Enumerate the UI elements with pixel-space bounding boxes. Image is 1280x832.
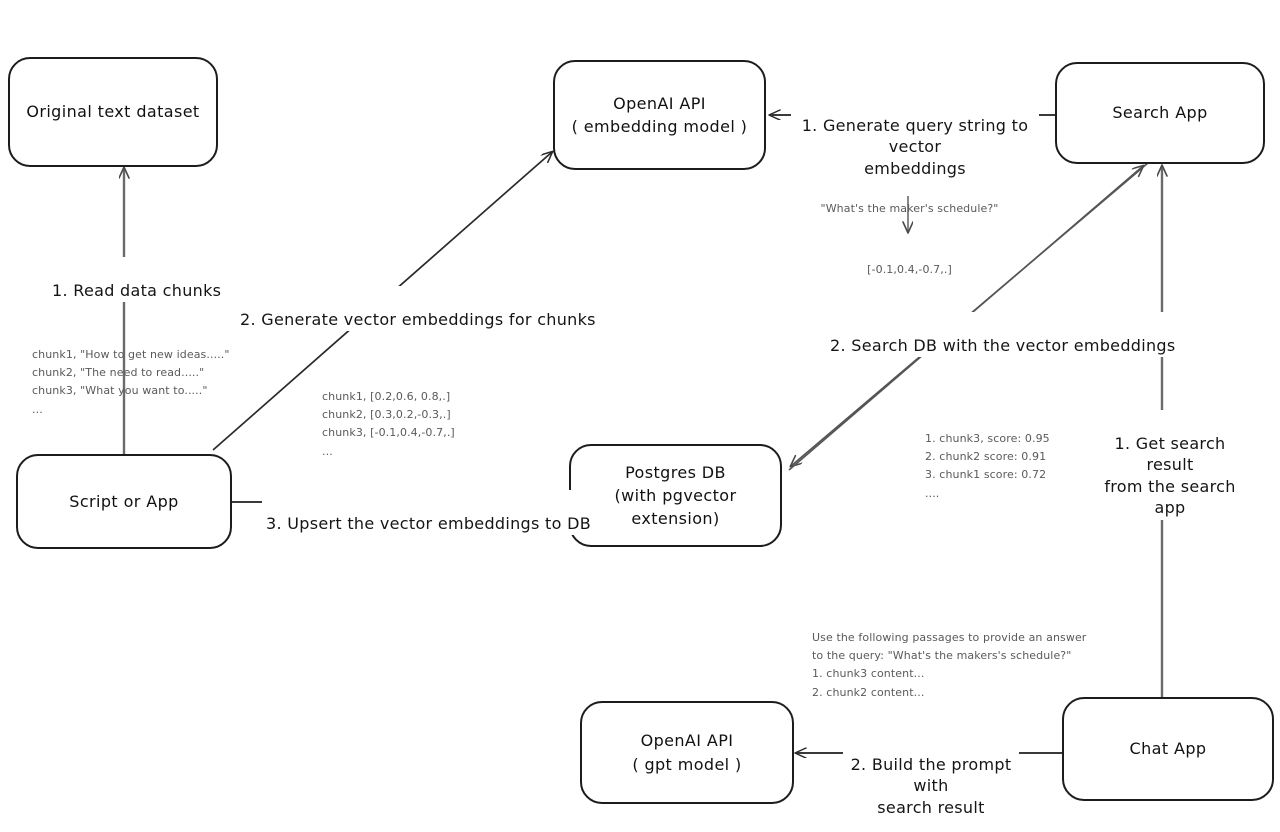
node-original-text-dataset-label: Original text dataset [26,102,200,122]
edge-label-generate-query-string-text: 1. Generate query string to vector embed… [801,115,1029,178]
note-query-vector: [-0.1,0.4,-0.7,.] [812,243,1007,279]
node-script-or-app[interactable]: Script or App [16,454,232,549]
note-query-string-text: "What's the maker's schedule?" [820,202,999,216]
node-openai-api-embedding-title: OpenAI API [613,93,706,113]
edge-label-search-db: 2. Search DB with the vector embeddings [826,312,1180,358]
node-chat-app-label: Chat App [1129,739,1207,759]
note-query-vector-text: [-0.1,0.4,-0.7,.] [867,263,952,277]
edge-label-generate-vector-embeddings-text: 2. Generate vector embeddings for chunks [240,309,596,329]
node-openai-api-embedding-model[interactable]: OpenAI API ( embedding model ) [553,60,766,170]
node-chat-app[interactable]: Chat App [1062,697,1274,801]
node-openai-api-gpt-subtitle: ( gpt model ) [632,754,742,774]
note-search-results-text: 1. chunk3, score: 0.95 2. chunk2 score: … [925,432,1050,500]
edge-label-build-prompt-text: 2. Build the prompt with search result [850,754,1012,817]
node-postgres-db-title: Postgres DB [625,462,726,482]
node-postgres-db[interactable]: Postgres DB (with pgvector extension) [569,444,782,547]
node-openai-api-embedding-subtitle: ( embedding model ) [571,117,748,136]
note-chunk-embeddings-text: chunk1, [0.2,0.6, 0.8,.] chunk2, [0.3,0.… [322,390,455,458]
note-prompt-text: Use the following passages to provide an… [812,611,1086,702]
node-postgres-db-subtitle: (with pgvector extension) [614,485,737,529]
edge-label-read-data-chunks-text: 1. Read data chunks [52,280,222,300]
node-script-or-app-label: Script or App [69,491,179,511]
note-prompt-text-content: Use the following passages to provide an… [812,631,1087,699]
edge-label-build-prompt: 2. Build the prompt with search result [843,731,1019,820]
note-query-string: "What's the maker's schedule?" [812,182,1007,218]
edge-label-get-search-result-text: 1. Get search result from the search app [1104,433,1236,518]
note-search-results: 1. chunk3, score: 0.95 2. chunk2 score: … [925,412,1050,503]
node-search-app[interactable]: Search App [1055,62,1265,164]
edge-label-generate-vector-embeddings: 2. Generate vector embeddings for chunks [236,286,600,332]
note-chunk-embeddings: chunk1, [0.2,0.6, 0.8,.] chunk2, [0.3,0.… [322,370,455,461]
edge-label-read-data-chunks: 1. Read data chunks [48,257,226,303]
edge-label-upsert-to-db-text: 3. Upsert the vector embeddings to DB [266,513,591,533]
node-original-text-dataset[interactable]: Original text dataset [8,57,218,167]
edge-label-get-search-result: 1. Get search result from the search app [1091,410,1249,520]
edge-label-search-db-text: 2. Search DB with the vector embeddings [830,335,1176,355]
node-openai-api-gpt-model[interactable]: OpenAI API ( gpt model ) [580,701,794,804]
note-raw-chunks: chunk1, "How to get new ideas....." chun… [32,328,230,419]
node-openai-api-gpt-title: OpenAI API [640,731,734,751]
edge-label-upsert-to-db: 3. Upsert the vector embeddings to DB [262,490,595,536]
node-search-app-label: Search App [1112,103,1208,123]
note-raw-chunks-text: chunk1, "How to get new ideas....." chun… [32,348,230,416]
edge-label-generate-query-string: 1. Generate query string to vector embed… [791,92,1039,181]
